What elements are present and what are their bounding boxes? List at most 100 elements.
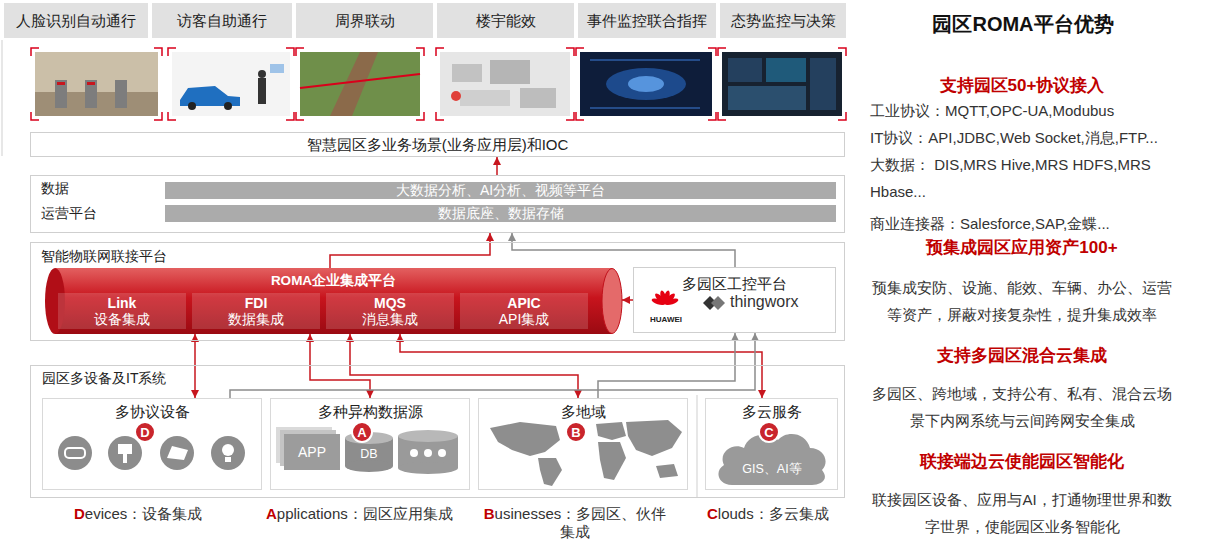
advantage-text: IT协议：API,JDBC,Web Socket,消息,FTP... (870, 124, 1200, 151)
scene-photo (490, 60, 530, 84)
scene-photo (87, 82, 95, 85)
device-icon (222, 444, 234, 456)
scene-tab-text: 访客自助通行 (177, 12, 267, 29)
layer-box-text: 园区多设备及IT系统 (42, 370, 262, 386)
layer-box: 智慧园区多业务场景(业务应用层)和IOC (30, 132, 845, 157)
layer-box: 数据运营平台大数据分析、AI分析、视频等平台数据底座、数据存储 (30, 175, 845, 233)
database-cylinder-text: DB (345, 447, 393, 461)
platform-box: 多园区工控平台 HUAWEI thingworx (633, 267, 836, 333)
world-map (656, 464, 678, 478)
platform-box-text: 多园区工控平台 (634, 275, 835, 292)
source-box-text: 多地域 (479, 403, 687, 420)
scene-photo (35, 52, 842, 116)
integration-module-text: 设备集成 (94, 311, 150, 327)
scene-tab-text: 人脸识别自动通行 (16, 12, 136, 29)
advantage-text: 大数据： DIS,MRS Hive,MRS HDFS,MRS Hbase... (870, 151, 1170, 205)
integration-caption: Clouds：多云集成 (707, 505, 847, 523)
scene-photo (606, 68, 686, 100)
device-icon (108, 436, 142, 470)
scene-tab: 人脸识别自动通行 (4, 3, 148, 38)
integration-module-text: FDI (245, 295, 268, 311)
cylinder-cap (345, 432, 393, 444)
advantage-text: 商业连接器：Salesforce,SAP,金蝶... (870, 210, 1200, 237)
connector (496, 157, 498, 175)
device-icon (225, 457, 231, 462)
integration-module-text: 数据集成 (228, 311, 284, 327)
layer-box-text: 智慧园区多业务场景(业务应用层)和IOC (307, 136, 569, 153)
device-icon (211, 436, 245, 470)
photo-bracket (436, 48, 574, 120)
scene-photo (520, 88, 556, 108)
app-icon-text: APP (298, 444, 326, 460)
advantage-text: 工业协议：MQTT,OPC-UA,Modubus (870, 97, 1200, 124)
integration-module-text: 消息集成 (362, 311, 418, 327)
cylinder-cap (345, 460, 393, 472)
platform-box-text: thingworx (730, 293, 834, 311)
callout-letter-text: D (140, 426, 149, 439)
scene-photo (722, 52, 842, 116)
platform-bar: 大数据分析、AI分析、视频等平台 (165, 182, 836, 199)
edge-rule (2, 40, 3, 156)
scene-photo (300, 52, 420, 116)
scene-tab: 楼宇能效 (437, 3, 574, 38)
scene-tab: 事件监控联合指挥 (578, 3, 716, 38)
device-icon (118, 444, 132, 454)
source-box: 多协议设备D (42, 398, 262, 490)
divider (697, 395, 698, 497)
callout-letter-text: C (764, 426, 773, 439)
app-icon: APP (284, 434, 340, 470)
advantage-heading: 支持多园区混合云集成 (862, 342, 1182, 369)
scene-photo (628, 76, 664, 92)
connector (622, 299, 633, 301)
scene-tab-text: 态势监控与决策 (731, 12, 836, 29)
world-map (538, 458, 562, 486)
thingworx-logo (703, 296, 725, 310)
photo-bracket (576, 48, 716, 120)
world-map (490, 422, 560, 456)
integration-caption: Businesses：多园区、伙伴集成 (480, 505, 670, 541)
scene-photo (188, 102, 196, 110)
connector (400, 334, 762, 398)
device-icon (160, 436, 194, 470)
scene-tab: 访客自助通行 (152, 3, 292, 38)
integration-module-text: Link (108, 295, 137, 311)
integration-caption: Devices：设备集成 (74, 505, 264, 523)
scene-tab-text: 事件监控联合指挥 (587, 12, 707, 29)
connector (330, 233, 490, 268)
photo-bracket (718, 48, 846, 120)
scene-photo (258, 70, 266, 78)
huawei-logo (664, 297, 679, 306)
callout-letter-text: B (571, 426, 580, 439)
scene-tab-text: 楼宇能效 (476, 12, 536, 29)
layer-box-text: 运营平台 (41, 205, 121, 221)
scene-photo (460, 90, 510, 106)
data-source-icon (398, 462, 458, 474)
platform-box-text: HUAWEI (642, 315, 690, 324)
callout-letter-text: A (357, 426, 366, 439)
callout-letter: B (565, 421, 587, 443)
scene-photo (57, 82, 65, 85)
scene-photo (85, 80, 97, 108)
data-source-icon (398, 430, 458, 442)
world-map (626, 420, 682, 456)
advantage-heading: 联接端边云使能园区智能化 (862, 448, 1182, 475)
cloud-shape-text: GIS、AI等 (714, 462, 830, 476)
source-box: 多地域 B (478, 398, 688, 490)
scene-photo (300, 74, 420, 88)
scene-photo (258, 78, 266, 104)
device-icon (123, 454, 127, 463)
advantage-text: 多园区、跨地域，支持公有、私有、混合云场景下内网系统与云间跨网安全集成 (866, 380, 1178, 434)
callout-letter: C (758, 421, 780, 443)
source-box: 多云服务CGIS、AI等 (705, 398, 838, 490)
advantage-heading: 支持园区50+协议接入 (862, 72, 1182, 99)
scene-tab: 态势监控与决策 (720, 3, 846, 38)
scene-photo (35, 52, 158, 116)
device-icon (58, 436, 245, 470)
layer-box: 智能物联网联接平台ROMA企业集成平台Link设备集成FDI数据集成MQS消息集… (30, 242, 845, 341)
connector (350, 334, 578, 398)
platform-bar-text: 大数据分析、AI分析、视频等平台 (396, 182, 605, 198)
source-box: 多种异构数据源APPADB (270, 398, 470, 490)
scene-photo (728, 86, 806, 110)
photo-bracket (31, 48, 846, 120)
scene-photo (766, 58, 806, 82)
